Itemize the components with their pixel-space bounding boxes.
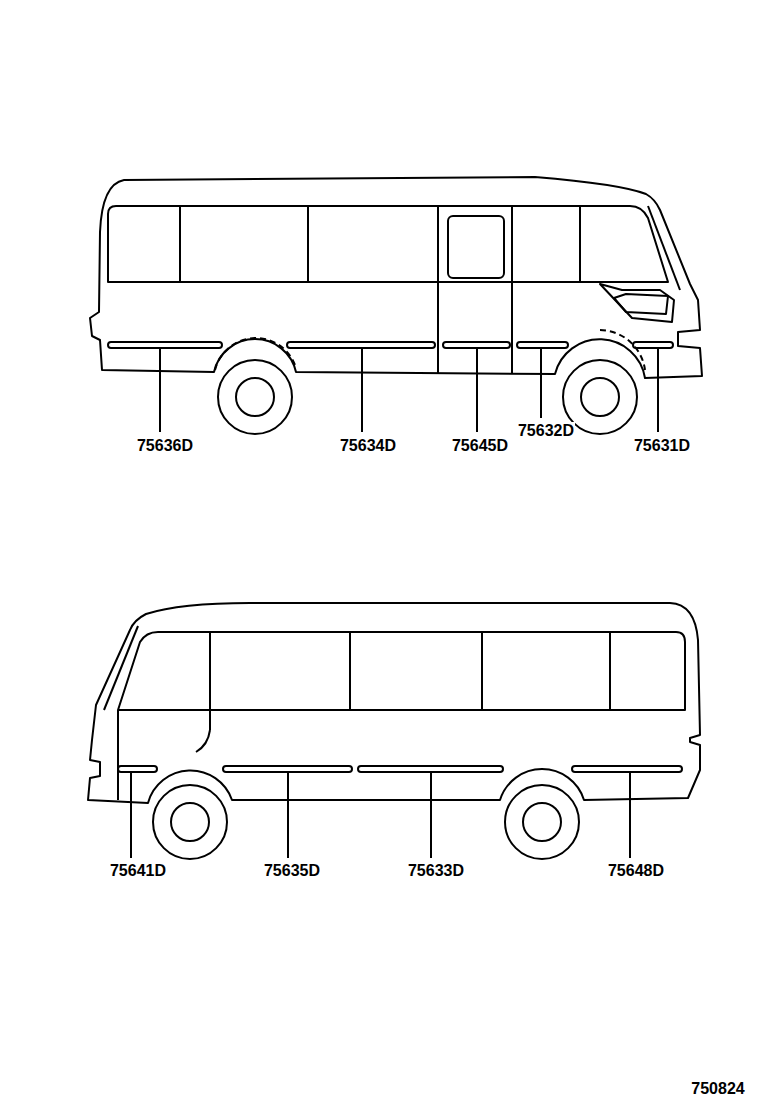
callout-number: 75633D	[407, 862, 465, 880]
window-band	[118, 632, 685, 710]
window-band	[108, 206, 668, 282]
callout-number: 75634D	[339, 437, 397, 455]
leader-lines	[131, 773, 630, 858]
callout-number: 75632D	[517, 422, 575, 440]
leader-lines	[160, 349, 658, 432]
callout-number: 75641D	[109, 862, 167, 880]
callout-number: 750824	[690, 1080, 745, 1098]
callout-number: 75631D	[633, 437, 691, 455]
body-outline	[88, 603, 700, 803]
callout-number: 75645D	[451, 437, 509, 455]
lower-bus	[88, 603, 700, 859]
callout-number: 75648D	[607, 862, 665, 880]
callout-number: 75636D	[136, 437, 194, 455]
callout-number: 75635D	[263, 862, 321, 880]
body-outline	[90, 177, 702, 378]
upper-bus	[90, 177, 702, 434]
